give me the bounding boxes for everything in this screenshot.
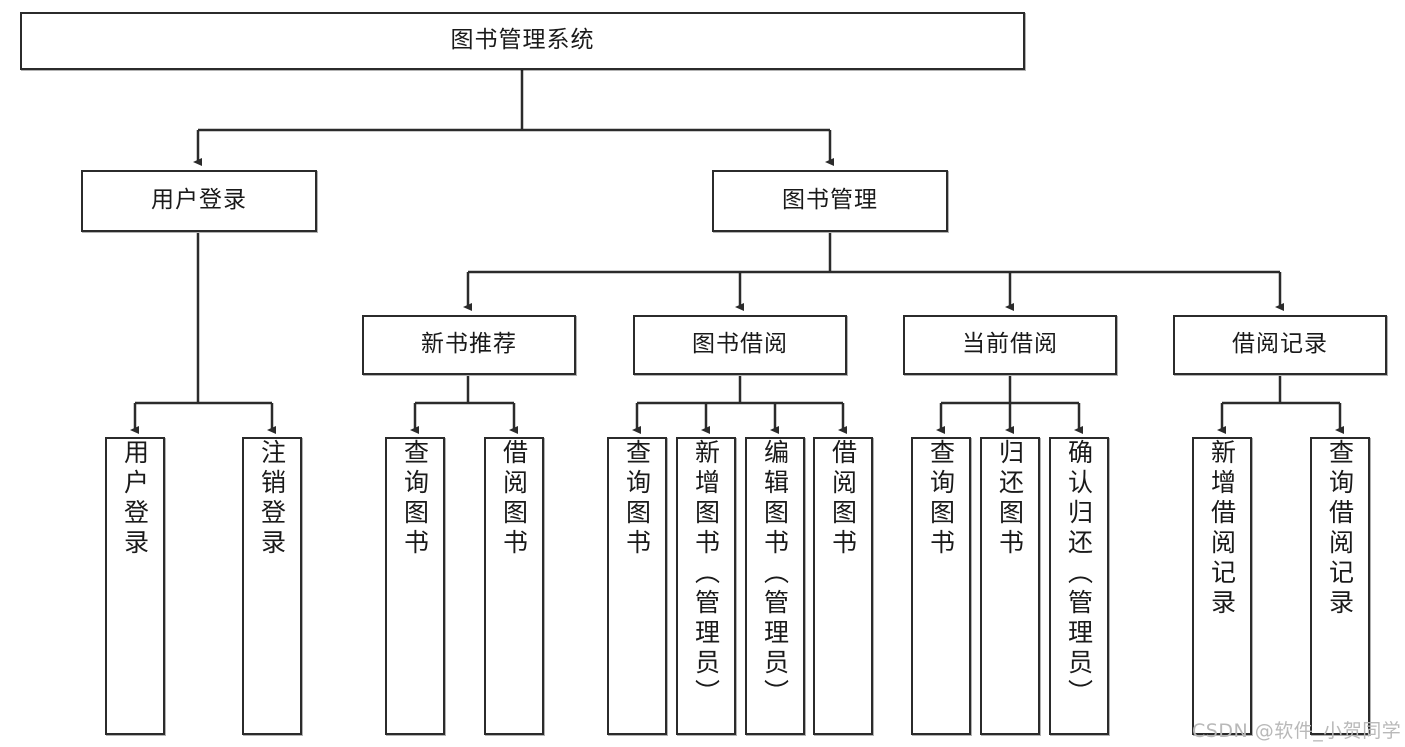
node-label: 图书管理 <box>782 187 878 214</box>
node-label: 注销登录 <box>257 439 287 559</box>
node-label: 归还图书 <box>995 439 1025 559</box>
watermark-text: CSDN @软件_小贺同学 <box>1192 720 1402 742</box>
node-leaf-logout[interactable]: 注销登录 <box>242 437 302 735</box>
node-label: 用户登录 <box>151 187 247 214</box>
node-label: 新书推荐 <box>421 331 517 358</box>
node-label: 查询图书 <box>926 439 956 559</box>
node-leaf-query-borrow-record[interactable]: 查询借阅记录 <box>1310 437 1370 735</box>
node-leaf-user-login[interactable]: 用户登录 <box>105 437 165 735</box>
node-leaf-edit-book-admin[interactable]: 编辑图书（管理员） <box>745 437 805 735</box>
node-book-management[interactable]: 图书管理 <box>712 170 948 232</box>
node-label: 确认归还（管理员） <box>1064 439 1094 709</box>
node-leaf-add-book-admin[interactable]: 新增图书（管理员） <box>676 437 736 735</box>
node-label: 图书借阅 <box>692 331 788 358</box>
node-label: 图书管理系统 <box>450 27 595 54</box>
node-label: 用户登录 <box>120 439 150 559</box>
node-new-book-recommend[interactable]: 新书推荐 <box>362 315 576 375</box>
node-label: 查询图书 <box>622 439 652 559</box>
node-leaf-borrow-book-recommend[interactable]: 借阅图书 <box>484 437 544 735</box>
node-leaf-add-borrow-record[interactable]: 新增借阅记录 <box>1192 437 1252 735</box>
node-leaf-query-book-current[interactable]: 查询图书 <box>911 437 971 735</box>
node-leaf-return-book[interactable]: 归还图书 <box>980 437 1040 735</box>
node-leaf-query-book[interactable]: 查询图书 <box>607 437 667 735</box>
node-current-borrow[interactable]: 当前借阅 <box>903 315 1117 375</box>
node-label: 查询借阅记录 <box>1325 439 1355 619</box>
node-label: 借阅记录 <box>1232 331 1328 358</box>
node-leaf-confirm-return-admin[interactable]: 确认归还（管理员） <box>1049 437 1109 735</box>
node-borrow-record[interactable]: 借阅记录 <box>1173 315 1387 375</box>
node-book-borrow[interactable]: 图书借阅 <box>633 315 847 375</box>
node-user-login[interactable]: 用户登录 <box>81 170 317 232</box>
node-label: 当前借阅 <box>962 331 1058 358</box>
node-label: 新增图书（管理员） <box>691 439 721 709</box>
node-leaf-borrow-book[interactable]: 借阅图书 <box>813 437 873 735</box>
node-label: 借阅图书 <box>828 439 858 559</box>
node-leaf-query-book-recommend[interactable]: 查询图书 <box>385 437 445 735</box>
node-label: 新增借阅记录 <box>1207 439 1237 619</box>
node-label: 编辑图书（管理员） <box>760 439 790 709</box>
node-label: 查询图书 <box>400 439 430 559</box>
node-root-system[interactable]: 图书管理系统 <box>20 12 1025 70</box>
node-label: 借阅图书 <box>499 439 529 559</box>
